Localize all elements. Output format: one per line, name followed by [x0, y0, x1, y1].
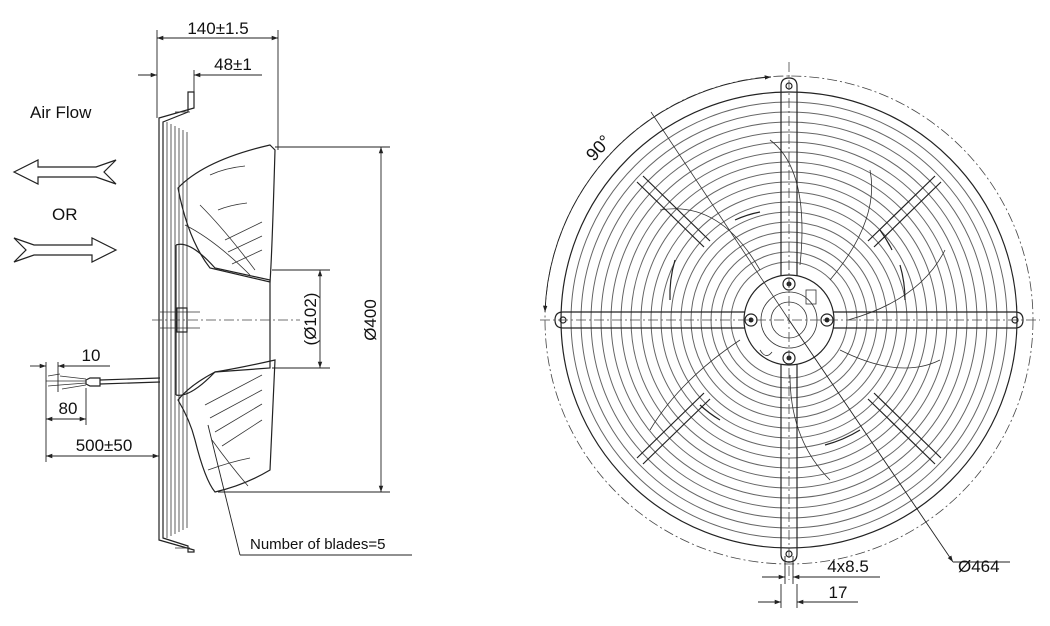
side-view: 140±1.5 48±1 (Ø102) Ø400: [12, 19, 412, 556]
dimension-cable-80-text: 80: [59, 399, 78, 418]
front-view: 90° Ø464 4x8.5 17: [540, 62, 1040, 608]
dimension-hub-diameter-text: (Ø102): [301, 293, 320, 346]
dimension-mount-hole-text: 4x8.5: [827, 557, 869, 576]
or-label: OR: [52, 205, 78, 224]
dimension-cable-length-text: 500±50: [76, 436, 133, 455]
dimension-flange-depth: 48±1: [138, 55, 262, 92]
dimension-blade-diameter: Ø400: [218, 146, 390, 493]
dimension-cable-80: 80: [45, 388, 87, 425]
dimension-mount-width: 17: [758, 583, 858, 608]
fan-blade-lower: [177, 359, 276, 493]
dimension-cable-10-text: 10: [82, 346, 101, 365]
blades-leader: Number of blades=5: [207, 424, 412, 556]
airflow-arrow-right-icon: [13, 237, 118, 263]
dimension-blade-diameter-text: Ø400: [361, 299, 380, 341]
dimension-overall-depth: 140±1.5: [156, 19, 279, 150]
motor-hub: [160, 243, 271, 396]
dimension-flange-depth-text: 48±1: [214, 55, 252, 74]
dimension-mount-hole: 4x8.5: [762, 556, 880, 584]
number-of-blades-label: Number of blades=5: [250, 536, 386, 553]
dimension-cable-10: 10: [30, 346, 110, 392]
dimension-mount-width-text: 17: [829, 583, 848, 602]
dimension-angle-text: 90°: [582, 131, 615, 165]
dimension-cable-length: 500±50: [45, 425, 160, 462]
airflow-arrow-left-icon: [12, 159, 117, 185]
air-flow-label: Air Flow: [30, 103, 92, 122]
dimension-guard-diameter: Ø464: [788, 319, 1010, 576]
dimension-hub-diameter: (Ø102): [272, 269, 330, 369]
dimension-guard-diameter-text: Ø464: [958, 557, 1000, 576]
fan-blade-upper: [177, 144, 276, 283]
power-cable: [46, 373, 161, 390]
dimension-overall-depth-text: 140±1.5: [187, 19, 248, 38]
